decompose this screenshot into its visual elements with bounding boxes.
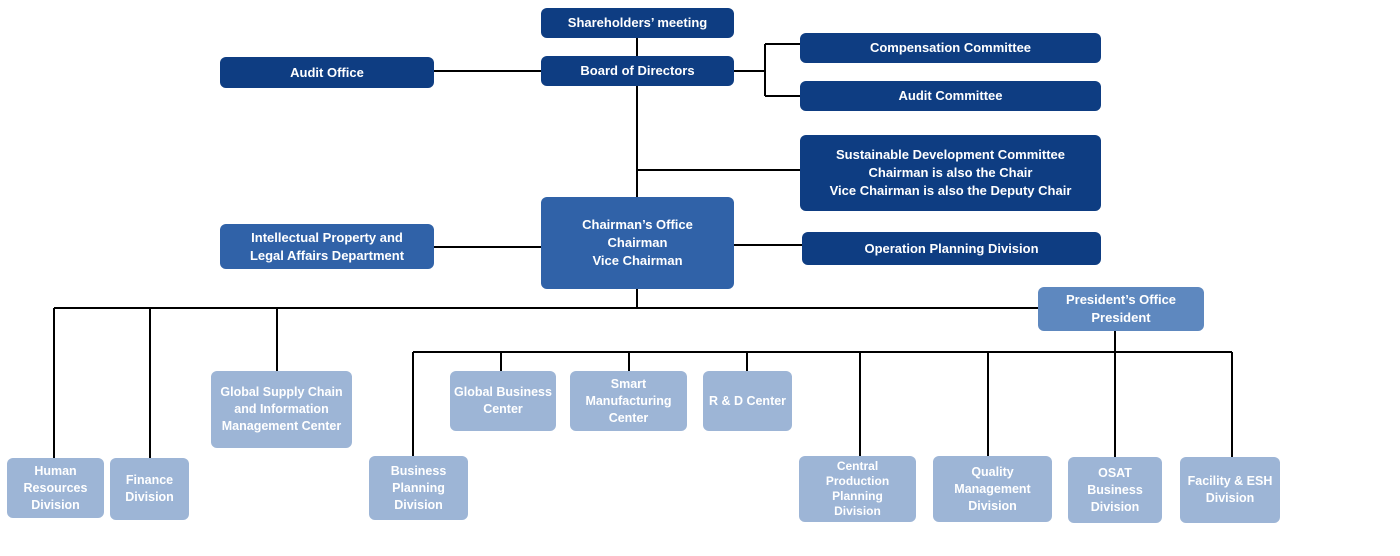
board-of-directors-box: Board of Directors [541,56,734,86]
operation-planning-division-label: Operation Planning Division [864,240,1039,256]
audit-committee-label: Audit Committee [898,88,1003,103]
quality-management-division-box: Quality Management Division [933,456,1052,522]
smart-manufacturing-center-label: Smart Manufacturing Center [585,376,672,425]
audit-office-label: Audit Office [290,64,364,80]
audit-office-box: Audit Office [220,57,434,88]
ip-legal-department-box: Intellectual Property and Legal Affairs … [220,224,434,269]
global-business-center-box: Global Business Center [450,371,556,431]
central-production-planning-division-box: Central Production Planning Division [799,456,916,522]
global-supply-chain-box: Global Supply Chain and Information Mana… [211,371,352,448]
shareholders-meeting-box: Shareholders’ meeting [541,8,734,38]
central-production-planning-division-label: Central Production Planning Division [825,459,890,518]
facility-esh-division-label: Facility & ESH Division [1187,474,1273,505]
quality-management-division-label: Quality Management Division [954,464,1031,513]
board-of-directors-label: Board of Directors [580,63,695,78]
sustainable-development-committee-box: Sustainable Development Committee Chairm… [800,135,1101,211]
human-resources-division-box: Human Resources Division [7,458,104,518]
sustainable-development-committee-label: Sustainable Development Committee Chairm… [829,147,1072,198]
business-planning-division-box: Business Planning Division [369,456,468,520]
finance-division-box: Finance Division [110,458,189,520]
smart-manufacturing-center-box: Smart Manufacturing Center [570,371,687,431]
ip-legal-department-label: Intellectual Property and Legal Affairs … [249,229,405,263]
compensation-committee-label: Compensation Committee [869,40,1032,55]
global-business-center-label: Global Business Center [454,385,552,416]
global-supply-chain-label: Global Supply Chain and Information Mana… [220,385,343,433]
rd-center-label: R & D Center [708,393,787,408]
business-planning-division-label: Business Planning Division [390,463,447,512]
compensation-committee-box: Compensation Committee [800,33,1101,63]
osat-business-division-label: OSAT Business Division [1087,465,1143,514]
presidents-office-box: President’s Office President [1038,287,1204,331]
chairmans-office-box: Chairman’s Office Chairman Vice Chairman [541,197,734,289]
presidents-office-label: President’s Office President [1065,292,1177,325]
human-resources-division-label: Human Resources Division [23,463,88,512]
osat-business-division-box: OSAT Business Division [1068,457,1162,523]
rd-center-box: R & D Center [703,371,792,431]
chairmans-office-label: Chairman’s Office Chairman Vice Chairman [582,217,693,268]
facility-esh-division-box: Facility & ESH Division [1180,457,1280,523]
audit-committee-box: Audit Committee [800,81,1101,111]
shareholders-meeting-label: Shareholders’ meeting [567,15,708,30]
finance-division-label: Finance Division [125,473,174,504]
operation-planning-division-box: Operation Planning Division [802,232,1101,265]
